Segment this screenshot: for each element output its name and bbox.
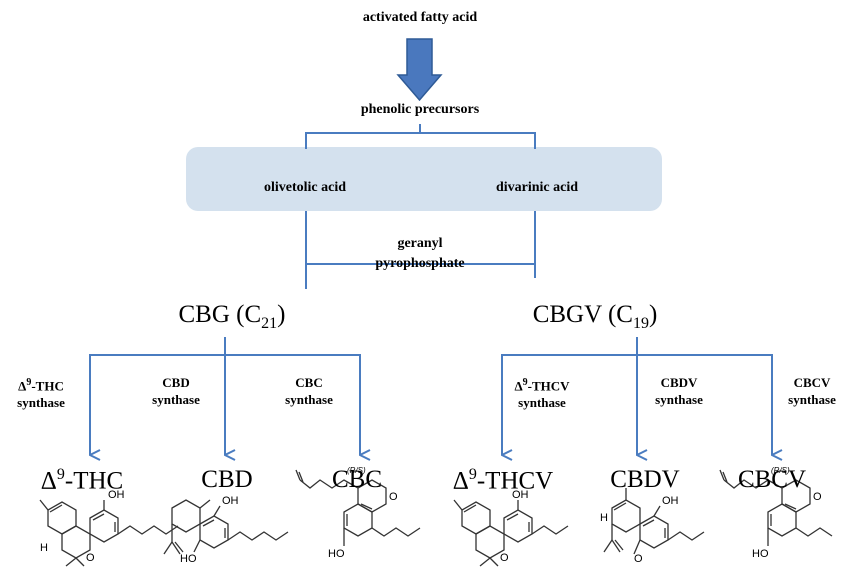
structure-cbc xyxy=(295,469,421,546)
thc-o-label: O xyxy=(86,552,95,564)
structure-cbdv xyxy=(603,488,705,555)
thcv-product-label: Δ9-THCV xyxy=(452,466,554,495)
structure-thcv xyxy=(453,499,569,567)
cbcv-o-label: O xyxy=(813,491,822,503)
cbd-ho-label: HO xyxy=(180,553,197,565)
cbdv-product-label: CBDV xyxy=(610,466,680,493)
cbg-label: CBG (C21) xyxy=(178,301,286,332)
thc-oh-label: OH xyxy=(108,489,125,501)
cbdv-h-label: H xyxy=(600,512,608,524)
cbcv-product-label: CBCV xyxy=(737,466,807,493)
pyrophosphate-label: pyrophosphate xyxy=(375,256,465,271)
thcv-o-label: O xyxy=(500,552,509,564)
cbdv-oh-label: OH xyxy=(662,495,679,507)
cbcv-rs-label: (R/S) xyxy=(771,466,790,475)
thc-h-label: H xyxy=(40,542,48,554)
phenolic-bracket xyxy=(305,132,536,149)
activated-fatty-acid-label: activated fatty acid xyxy=(362,10,478,25)
cbc-o-label: O xyxy=(389,491,398,503)
divarinic-acid-label: divarinic acid xyxy=(495,180,579,195)
cbd-product-label: CBD xyxy=(201,466,253,493)
geranyl-bracket xyxy=(305,263,536,278)
cbdv-o-label: O xyxy=(634,553,643,565)
thc-product-label: Δ9-THC xyxy=(40,466,124,495)
structure-thc xyxy=(39,499,179,567)
cbgv-label: CBGV (C19) xyxy=(532,301,658,332)
phenolic-precursors-label: phenolic precursors xyxy=(360,102,480,117)
cbc-ho-label: HO xyxy=(328,548,345,560)
olivetolic-acid-label: olivetolic acid xyxy=(263,180,347,195)
structure-cbcv xyxy=(719,469,833,546)
cbc-rs-label: (R/S) xyxy=(347,466,366,475)
big-down-arrow xyxy=(396,38,443,102)
structure-cbd xyxy=(163,499,289,555)
cbcv-ho-label: HO xyxy=(752,548,769,560)
cbc-product-label: CBC xyxy=(331,466,383,493)
geranyl-label: geranyl xyxy=(397,236,443,251)
cbd-oh-label: OH xyxy=(222,495,239,507)
acid-box xyxy=(186,147,662,211)
thcv-oh-label: OH xyxy=(512,489,529,501)
